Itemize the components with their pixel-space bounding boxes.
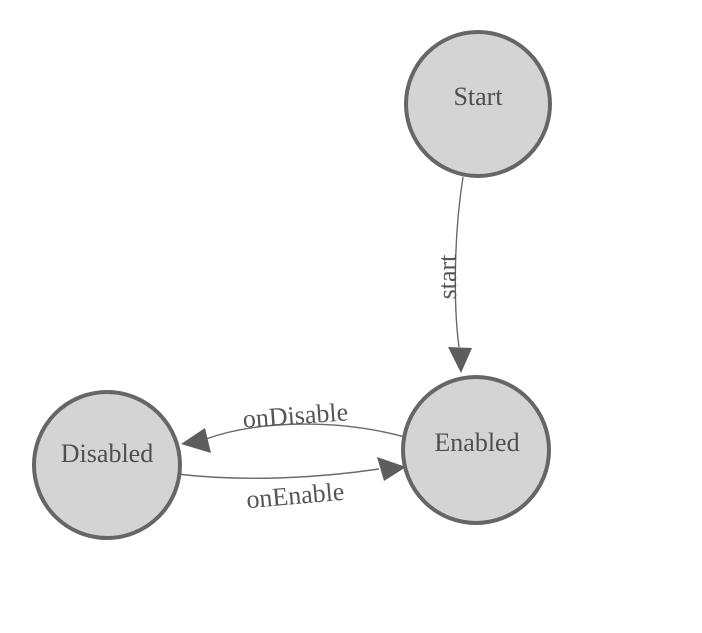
- edge-label-on-enable: onEnable: [245, 477, 345, 514]
- node-start-label: Start: [453, 82, 503, 111]
- arrowhead-left-icon: [181, 428, 211, 453]
- edge-line-on-enable: [176, 468, 380, 479]
- arrowhead-right-icon: [377, 457, 406, 481]
- edge-label-on-disable: onDisable: [242, 397, 349, 433]
- node-disabled-circle[interactable]: [32, 390, 182, 540]
- node-start-circle[interactable]: [404, 30, 552, 178]
- node-disabled-label: Disabled: [61, 439, 153, 468]
- edge-start-transition: start: [433, 176, 472, 373]
- edge-line-start-transition: [454, 176, 464, 348]
- node-start[interactable]: Start: [404, 30, 552, 178]
- edge-on-disable: onDisable: [181, 397, 406, 453]
- edge-label-start: start: [433, 254, 462, 300]
- node-enabled-label: Enabled: [434, 428, 519, 457]
- node-disabled[interactable]: Disabled: [32, 390, 182, 540]
- node-enabled[interactable]: Enabled: [401, 375, 551, 525]
- edge-line-on-disable: [205, 423, 406, 440]
- node-enabled-circle[interactable]: [401, 375, 551, 525]
- edge-on-enable: onEnable: [176, 457, 406, 514]
- arrowhead-down-icon: [448, 347, 472, 373]
